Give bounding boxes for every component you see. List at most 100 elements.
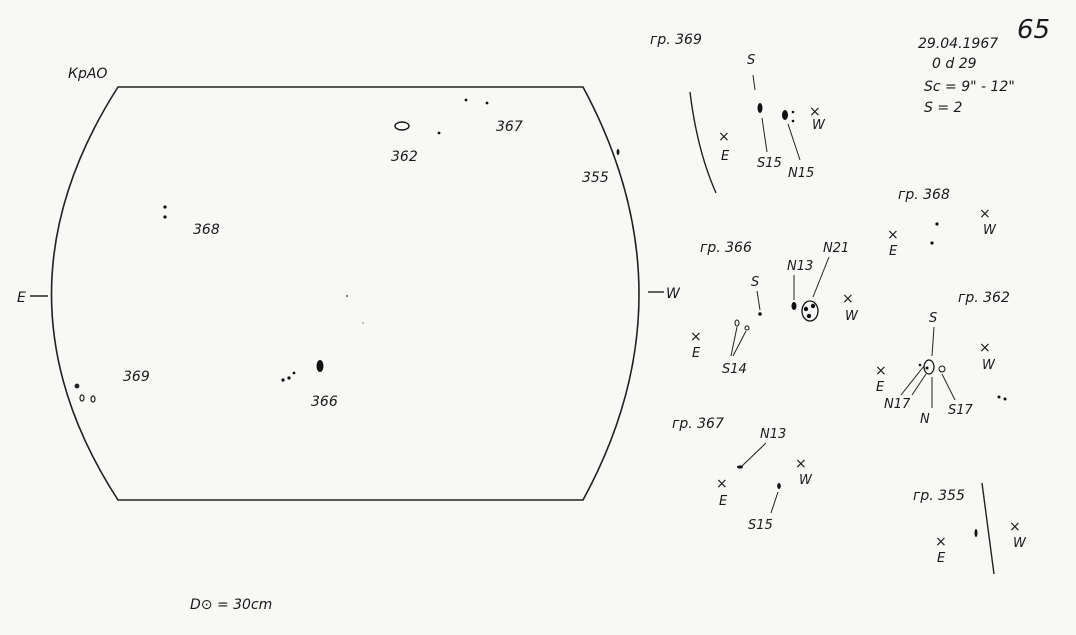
spot <box>938 365 946 373</box>
x-mark: × <box>690 329 702 345</box>
spots-367 <box>464 98 489 105</box>
spot <box>758 312 762 316</box>
group-label-368: 368 <box>193 222 220 238</box>
spot <box>757 103 763 113</box>
spot <box>801 300 819 322</box>
inset-362-n17: N17 <box>884 397 911 412</box>
spots-362 <box>394 121 441 135</box>
spot <box>806 313 812 319</box>
west-label: W <box>666 286 681 302</box>
speck <box>362 322 364 324</box>
leader <box>761 117 768 153</box>
spot <box>782 110 788 120</box>
limb-369 <box>689 91 717 194</box>
inset-367-w: W <box>799 473 813 488</box>
inset-366-title: гр. 366 <box>700 240 752 256</box>
x-mark: × <box>875 363 887 379</box>
leader <box>931 326 935 357</box>
spot <box>791 110 795 114</box>
inset-366-s14: S14 <box>722 362 747 377</box>
leader <box>941 373 956 401</box>
x-mark: × <box>716 476 728 492</box>
inset-362-s17: S17 <box>948 403 974 418</box>
spot <box>791 302 797 310</box>
obs-date: 29.04.1967 <box>918 36 998 52</box>
x-mark: × <box>718 129 730 145</box>
inset-368-e: E <box>889 244 898 259</box>
inset-366-e: E <box>692 346 701 361</box>
inset-355-e: E <box>937 551 946 566</box>
leader <box>756 290 761 311</box>
x-mark: × <box>979 340 991 356</box>
leader <box>732 330 747 357</box>
spot <box>930 241 934 245</box>
inset-366-n13: N13 <box>787 259 813 274</box>
spot <box>925 366 929 370</box>
spots-366 <box>281 360 324 382</box>
spot <box>918 363 922 367</box>
spot <box>791 119 795 123</box>
obs-time: 0 d 29 <box>932 56 977 72</box>
inset-367-title: гр. 367 <box>672 416 724 432</box>
spot <box>734 319 740 327</box>
inset-362-title: гр. 362 <box>958 290 1010 306</box>
spots-355 <box>616 149 620 155</box>
x-mark: × <box>887 227 899 243</box>
x-mark: × <box>1009 519 1021 535</box>
group-label-369: 369 <box>123 369 150 385</box>
inset-362-w: W <box>982 358 996 373</box>
leader <box>787 123 801 161</box>
observatory-label: КрАО <box>68 66 107 82</box>
inset-366-w: W <box>845 309 859 324</box>
inset-369-e: E <box>721 149 730 164</box>
inset-369-n15: N15 <box>788 166 814 181</box>
leader <box>770 491 779 514</box>
spots-369 <box>74 383 96 403</box>
inset-367-s15: S15 <box>748 518 773 533</box>
leader <box>911 373 927 396</box>
spot <box>923 359 935 375</box>
spot <box>810 303 816 309</box>
spot <box>744 325 750 331</box>
spot <box>974 529 978 537</box>
inset-362-s: S <box>929 311 937 326</box>
x-mark: × <box>809 104 821 120</box>
leader <box>900 365 925 396</box>
inset-369-w: W <box>812 118 826 133</box>
spot <box>935 222 939 226</box>
page-number: 65 <box>1017 15 1050 45</box>
inset-367-e: E <box>719 494 728 509</box>
leader <box>812 256 830 298</box>
inset-369-s15: S15 <box>757 156 782 171</box>
s-value: S = 2 <box>924 100 963 116</box>
inset-367-n13: N13 <box>760 427 786 442</box>
leader <box>730 326 738 357</box>
inset-362-e: E <box>876 380 885 395</box>
spot <box>737 465 743 469</box>
x-mark: × <box>842 291 854 307</box>
inset-355-w: W <box>1013 536 1027 551</box>
leader <box>752 74 756 91</box>
spots-368 <box>163 205 167 219</box>
inset-369-title: гр. 369 <box>650 32 702 48</box>
inset-366-s: S <box>751 275 759 290</box>
spot <box>777 483 781 489</box>
inset-366-n21: N21 <box>823 241 849 256</box>
x-mark: × <box>795 456 807 472</box>
inset-368-title: гр. 368 <box>898 187 950 203</box>
disk-diameter: D⊙ = 30cm <box>190 597 272 613</box>
group-label-367: 367 <box>496 119 523 135</box>
solar-disk-outline <box>50 86 640 501</box>
speck <box>346 295 348 297</box>
leader <box>741 442 767 467</box>
group-label-355: 355 <box>582 170 609 186</box>
inset-355-title: гр. 355 <box>913 488 965 504</box>
inset-362-n: N <box>920 412 930 427</box>
inset-369-s: S <box>747 53 755 68</box>
spot <box>997 395 1001 399</box>
x-mark: × <box>935 534 947 550</box>
x-mark: × <box>979 206 991 222</box>
spot <box>1003 397 1007 401</box>
